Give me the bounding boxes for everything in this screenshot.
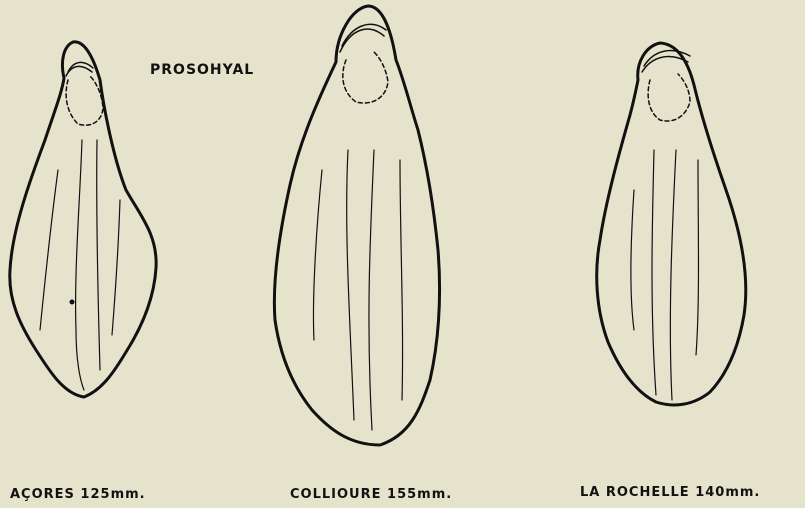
- bone-outline-collioure: [274, 6, 439, 445]
- caption-acores: AÇORES 125mm.: [10, 487, 146, 502]
- caption-collioure: COLLIOURE 155mm.: [290, 487, 452, 502]
- bone-outline-acores: [10, 42, 156, 397]
- ridge-lines-acores: [76, 140, 84, 390]
- articular-head-collioure: [343, 52, 388, 103]
- ridge-lines-collioure: [347, 150, 354, 420]
- figure-title: PROSOHYAL: [150, 62, 254, 78]
- articular-head-acores: [66, 76, 103, 125]
- caption-la-rochelle: LA ROCHELLE 140mm.: [580, 485, 760, 500]
- foramen-mark: [70, 300, 75, 305]
- ridge-lines-la-rochelle: [652, 150, 656, 395]
- articular-head-la-rochelle: [648, 74, 690, 121]
- bone-outline-la-rochelle: [597, 43, 746, 405]
